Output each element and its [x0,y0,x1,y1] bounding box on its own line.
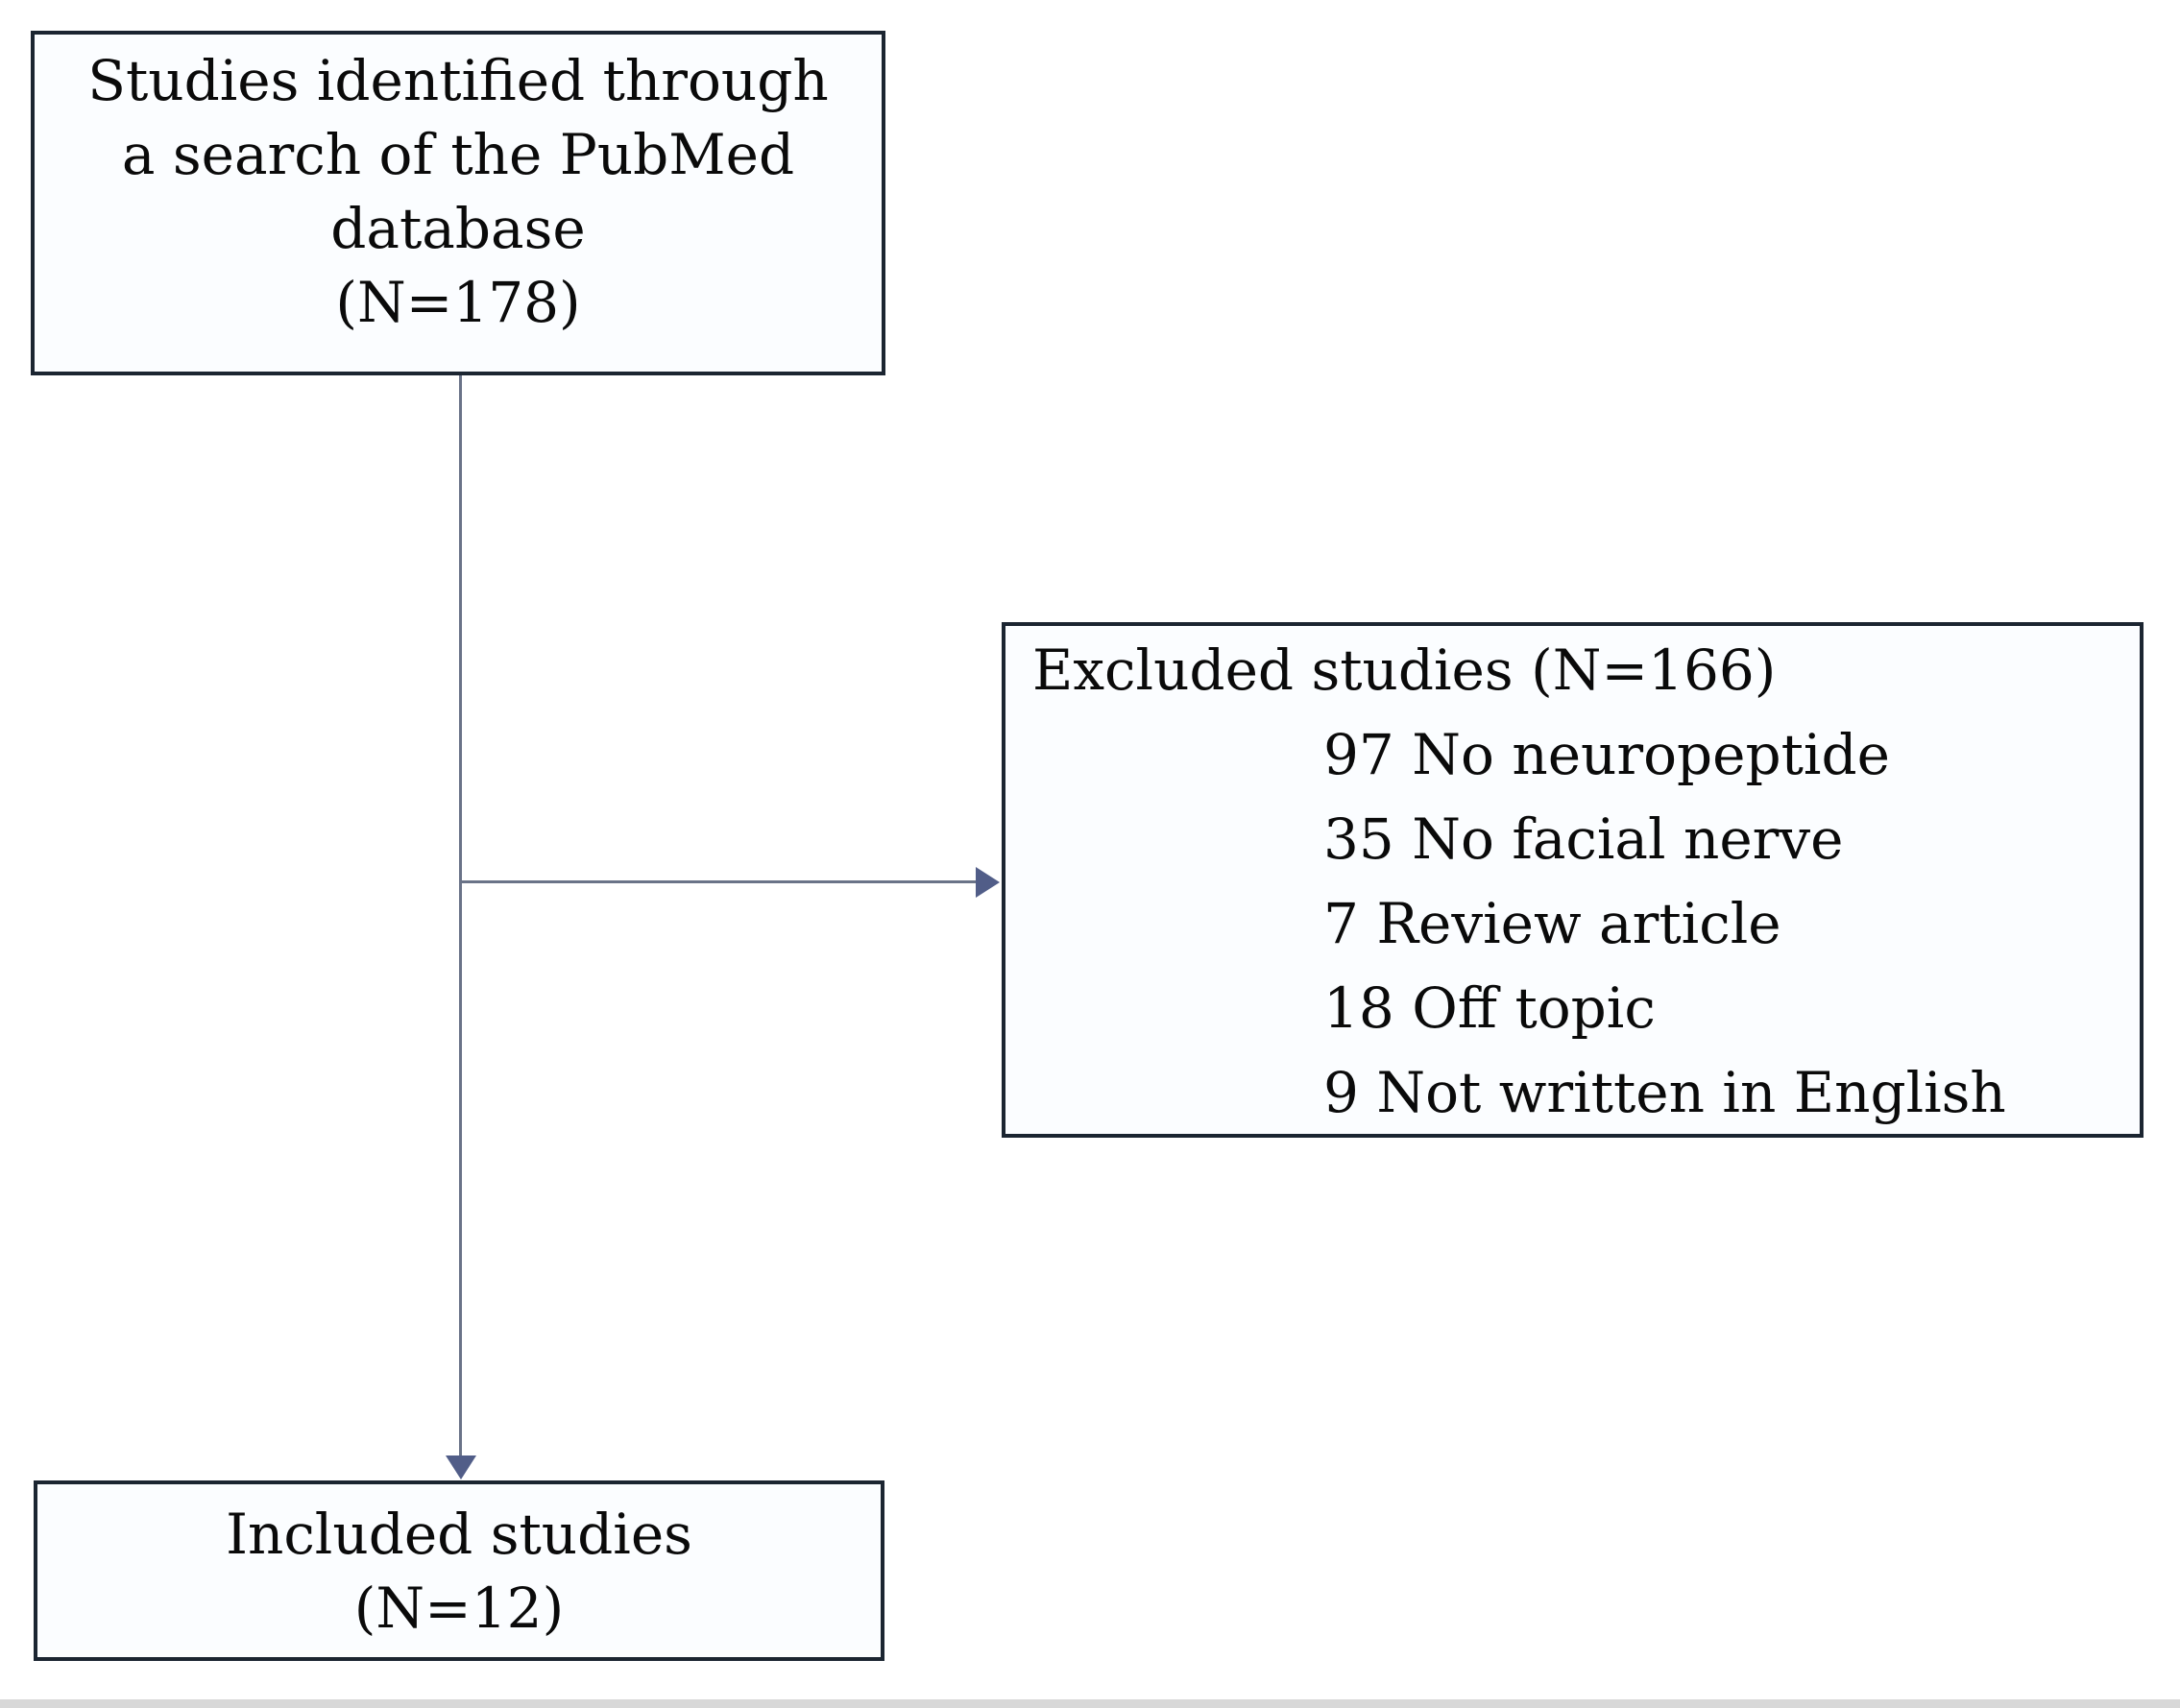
included-line: Included studies [226,1502,692,1567]
excluded-studies-box: Excluded studies (N=166) 97 No neuropept… [1002,622,2144,1138]
arrowhead-right-icon [976,867,1000,898]
excluded-item: 9 Not written in English [1323,1050,2130,1135]
excluded-item-count: 18 [1323,975,1394,1041]
identified-line: a search of the PubMed [121,122,795,187]
included-studies-box: Included studies (N=12) [34,1480,884,1661]
identified-line: database [330,196,586,261]
excluded-item: 18 Off topic [1323,966,2130,1050]
excluded-item-reason: Off topic [1412,975,1656,1041]
excluded-item-count: 35 [1323,806,1394,872]
bottom-gray-strip [0,1699,2180,1708]
arrowhead-down-icon [446,1455,476,1479]
excluded-item-reason: No facial nerve [1412,806,1844,872]
excluded-item: 35 No facial nerve [1323,797,2130,881]
excluded-item: 7 Review article [1323,881,2130,966]
identified-count: (N=178) [335,270,581,335]
excluded-item-count: 97 [1323,722,1394,787]
excluded-item-reason: Not written in English [1376,1060,2006,1125]
excluded-item: 97 No neuropeptide [1323,712,2130,797]
connector-horizontal-line [461,880,979,883]
excluded-item-count: 7 [1323,891,1359,956]
excluded-item-reason: No neuropeptide [1412,722,1890,787]
identified-studies-box: Studies identified through a search of t… [31,31,885,375]
included-count: (N=12) [353,1576,565,1641]
excluded-header: Excluded studies (N=166) [1032,637,1777,703]
excluded-item-count: 9 [1323,1060,1359,1125]
connector-vertical-line [459,375,462,1458]
identified-line: Studies identified through [87,48,829,113]
excluded-item-reason: Review article [1376,891,1781,956]
